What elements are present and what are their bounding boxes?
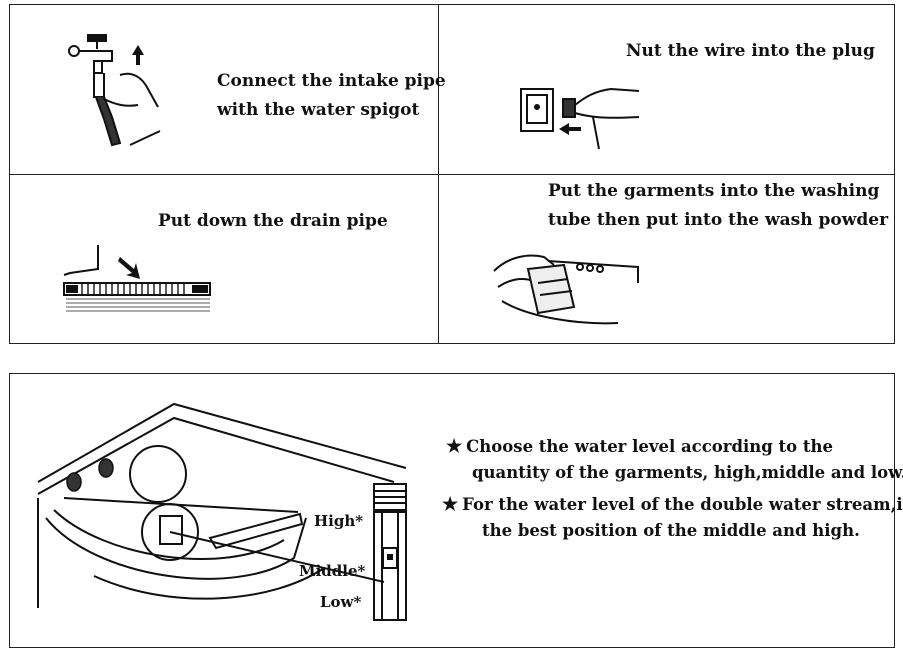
faucet-hose-illustration [68,34,161,147]
washer-water-level-illustration [37,402,407,608]
note-1-line2: quantity of the garments, high,middle an… [472,463,903,482]
star-icon: ★ [446,436,463,457]
grid-divider-horizontal [10,174,894,175]
step1-caption-line2: with the water spigot [217,100,420,120]
step3-caption: Put down the drain pipe [158,207,388,236]
note-1-line1: ★Choose the water level according to the [446,436,834,457]
note-2: ★For the water level of the double water… [442,494,903,540]
step1-caption-line1: Connect the intake pipe [217,71,446,91]
step1-caption: Connect the intake pipe with the water s… [217,67,446,125]
level-high-label: High* [314,512,364,530]
level-low-label: Low* [320,593,362,611]
water-level-panel: High* Middle* Low* ★Choose the water lev… [9,373,903,648]
step2-caption-line1: Nut the wire into the plug [626,41,875,61]
step4-caption-line1: Put the garments into the washing [548,181,880,201]
water-level-gauge [373,483,407,621]
note-2-line1: ★For the water level of the double water… [442,494,903,515]
step2-caption: Nut the wire into the plug [626,37,875,66]
garments-tub-illustration [493,254,639,325]
level-middle-label: Middle* [299,562,366,580]
note-2-line2: the best position of the middle and high… [482,521,860,540]
plug-socket-illustration [520,87,640,150]
instruction-grid: Connect the intake pipe with the water s… [9,4,895,344]
step3-caption-line1: Put down the drain pipe [158,211,388,231]
step4-caption-line2: tube then put into the wash powder [548,210,889,230]
star-icon: ★ [442,494,459,515]
note-1: ★Choose the water level according to the… [446,436,903,482]
step4-caption: Put the garments into the washing tube t… [548,177,888,235]
drain-pipe-illustration [63,245,211,312]
